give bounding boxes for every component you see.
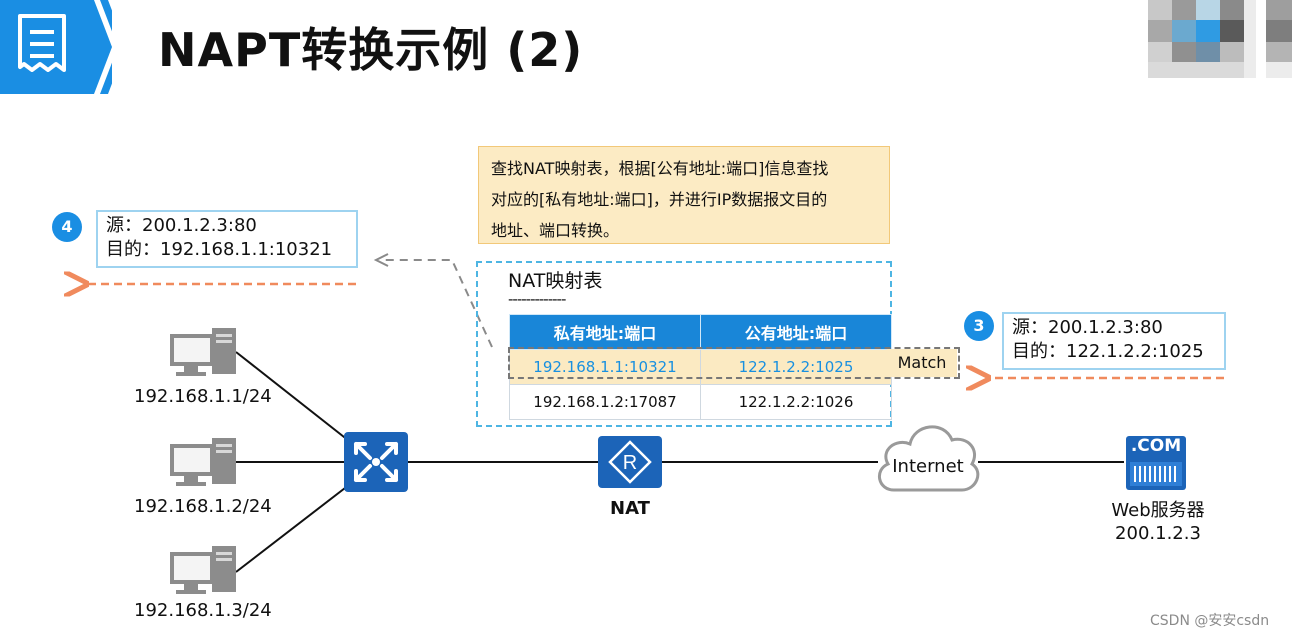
step-3-badge: 3 bbox=[964, 311, 994, 341]
packet-destination: 目的：192.168.1.1:10321 bbox=[106, 239, 333, 260]
document-icon bbox=[18, 14, 66, 72]
match-highlight bbox=[508, 347, 960, 379]
column-header: 公有地址:端口 bbox=[700, 314, 892, 350]
server-badge: .COM bbox=[1130, 436, 1182, 456]
host-ip-label: 192.168.1.1/24 bbox=[134, 386, 272, 407]
column-header: 私有地址:端口 bbox=[509, 314, 701, 350]
packet-source: 源：200.1.2.3:80 bbox=[106, 215, 257, 236]
step-4-badge: 4 bbox=[52, 212, 82, 242]
nat-table-title: NAT映射表 bbox=[508, 270, 603, 292]
link-host3 bbox=[235, 477, 359, 573]
page-title: NAPT转换示例 (2) bbox=[158, 23, 584, 77]
note-line: 查找NAT映射表，根据[公有地址:端口]信息查找 bbox=[491, 159, 829, 178]
table-cell: 122.1.2.2:1026 bbox=[700, 384, 892, 420]
pc-icon bbox=[170, 328, 236, 376]
svg-text:R: R bbox=[623, 452, 637, 474]
host-ip-label: 192.168.1.3/24 bbox=[134, 600, 272, 621]
table-row: 192.168.1.2:17087 122.1.2.2:1026 bbox=[509, 384, 892, 420]
translation-arrowhead bbox=[373, 253, 389, 267]
header-banner bbox=[0, 0, 112, 94]
blurred-logo bbox=[1148, 0, 1292, 78]
internet-cloud-icon bbox=[878, 425, 980, 492]
pc-icon bbox=[170, 546, 236, 594]
router-label: NAT bbox=[610, 498, 650, 519]
link-host1 bbox=[235, 351, 359, 449]
note-line: 对应的[私有地址:端口]，并进行IP数据报文目的 bbox=[491, 190, 828, 209]
note-line: 地址、端口转换。 bbox=[491, 221, 620, 240]
table-cell: 192.168.1.2:17087 bbox=[509, 384, 701, 420]
web-server-icon bbox=[1126, 436, 1186, 490]
packet-4-header: 源：200.1.2.3:80 目的：192.168.1.1:10321 bbox=[96, 210, 358, 268]
switch-icon bbox=[344, 432, 408, 492]
packet-3-header: 源：200.1.2.3:80 目的：122.1.2.2:1025 bbox=[1002, 312, 1226, 370]
packet-destination: 目的：122.1.2.2:1025 bbox=[1012, 341, 1204, 362]
watermark: CSDN @安安csdn bbox=[1150, 613, 1270, 629]
translation-pointer bbox=[384, 259, 493, 348]
table-header-row: 私有地址:端口 公有地址:端口 bbox=[509, 314, 892, 350]
server-ip: 200.1.2.3 bbox=[1115, 523, 1201, 544]
nat-table-separator: ------------- bbox=[508, 290, 566, 308]
lookup-note: 查找NAT映射表，根据[公有地址:端口]信息查找 对应的[私有地址:端口]，并进… bbox=[478, 146, 890, 244]
cloud-label: Internet bbox=[892, 456, 964, 477]
packet-source: 源：200.1.2.3:80 bbox=[1012, 317, 1163, 338]
server-name: Web服务器 bbox=[1111, 500, 1205, 521]
match-label: Match bbox=[887, 349, 957, 377]
pc-icon bbox=[170, 438, 236, 486]
host-ip-label: 192.168.1.2/24 bbox=[134, 496, 272, 517]
router-icon: R bbox=[598, 436, 662, 488]
